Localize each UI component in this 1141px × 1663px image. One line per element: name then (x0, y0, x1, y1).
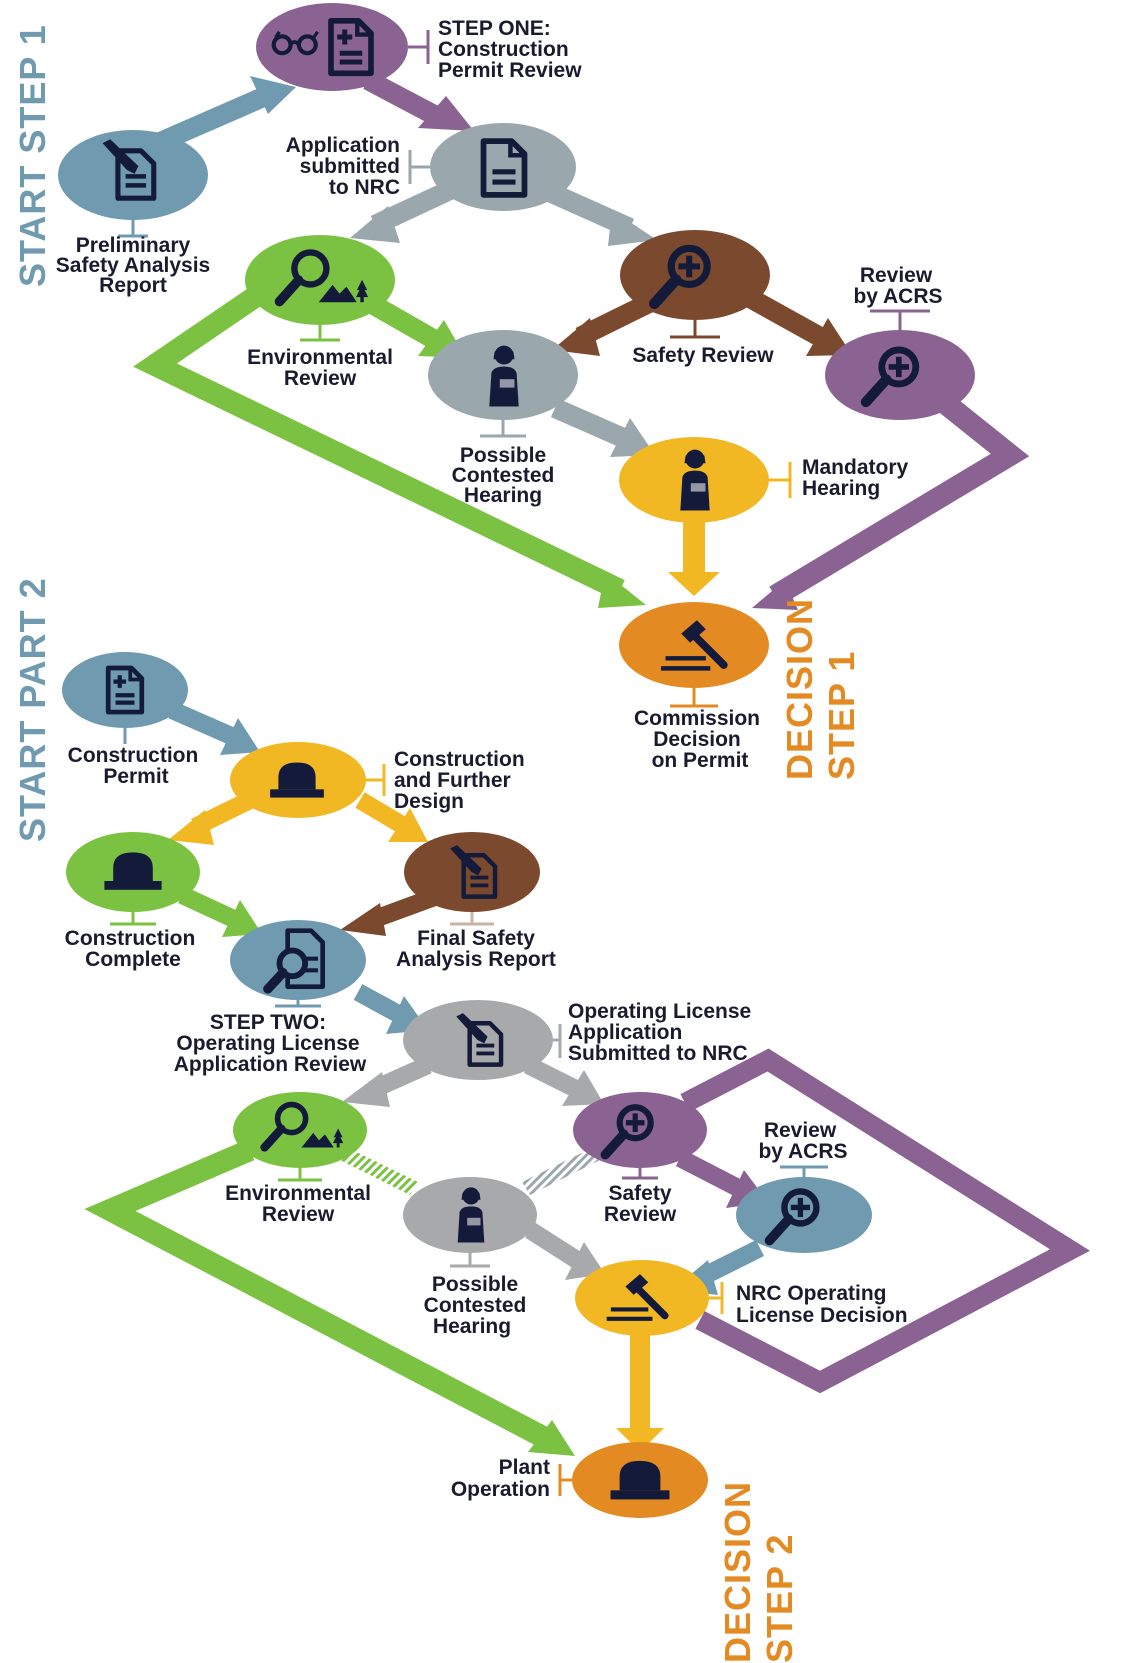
arrow-head (610, 418, 655, 457)
dashed-arrow-env-to-contested (340, 1148, 418, 1195)
purple-loop (680, 1048, 1090, 1394)
arrow-head (598, 572, 646, 608)
arrow-ol-to-safety (523, 1056, 583, 1099)
svg-text:DECISION: DECISION (717, 1481, 758, 1663)
decision-step-1-label: DECISION STEP 1 (779, 598, 862, 780)
arrow-mandatory-to-decision (683, 512, 705, 574)
arrow-head (528, 1420, 575, 1456)
arrow-head (350, 206, 400, 243)
svg-text:STEP 2: STEP 2 (759, 1534, 800, 1663)
arrow-env-to-decision (133, 280, 625, 600)
arrow-contested-to-mandatory (550, 398, 633, 450)
arrow-head (806, 318, 852, 356)
arrow-head (668, 572, 720, 596)
arrow-head (552, 318, 600, 356)
arrow-head (168, 810, 214, 845)
connectors-step-2 (84, 701, 1090, 1456)
arrow-head (222, 900, 262, 937)
dashed-arrow-safety-to-contested (522, 1148, 600, 1195)
decision-step-2-label: DECISION STEP 2 (717, 1481, 800, 1663)
arrow-head (616, 1428, 664, 1452)
arrow-acrs-to-decision (769, 386, 1030, 606)
arrow-env-to-plant (84, 1139, 551, 1448)
arrow-head (418, 96, 474, 131)
svg-text:Safety Review: Safety Review (632, 344, 774, 367)
arrow-head (388, 808, 428, 842)
arrow-prelim-to-step-one (154, 85, 272, 153)
arrow-complete-to-steptwo (178, 886, 240, 929)
arrow-head (342, 1072, 390, 1107)
arrow-steptwo-to-ol (353, 984, 407, 1024)
arrow-head (608, 210, 657, 246)
arrow-permit-to-design (168, 701, 240, 747)
arrow-head (250, 76, 296, 114)
arrow-head (752, 580, 798, 610)
node-safety-review-1: Safety Review (620, 230, 774, 367)
arrow-contested-to-oldecision (525, 1222, 585, 1270)
start-step-1-label: START STEP 1 (12, 24, 53, 287)
arrow-head (340, 903, 386, 936)
arrow-safety-to-acrs-2 (675, 1150, 747, 1198)
arrow-design-to-final (355, 792, 407, 833)
arrow-head (220, 718, 260, 755)
start-part-2-label: START PART 2 (12, 577, 53, 842)
arrow-head (562, 1070, 604, 1106)
svg-text:DECISION: DECISION (779, 598, 820, 780)
arrow-head (565, 1242, 605, 1280)
arrow-step-one-to-application (363, 71, 441, 125)
arrow-safety-to-acrs (745, 289, 827, 347)
svg-text:STEP 1: STEP 1 (821, 651, 862, 780)
arrow-oldecision-to-plant (630, 1333, 650, 1431)
connectors-step-1 (133, 71, 1030, 610)
